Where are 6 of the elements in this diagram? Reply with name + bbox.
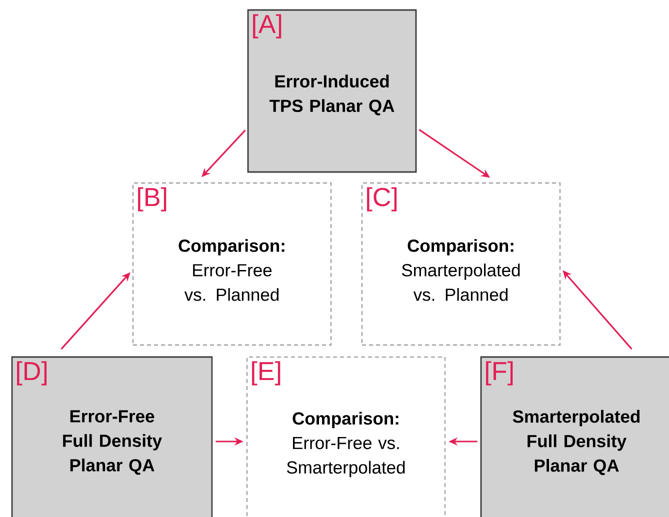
- comparison-box: [B] Comparison: Error-Free vs. Planned: [132, 182, 332, 346]
- comparison-box: [C] Comparison: Smarterpolated vs. Planned: [361, 182, 561, 346]
- process-box: [F] Smarterpolated Full Density Planar QA: [480, 356, 669, 517]
- comparison-box: [E] Comparison: Error-Free vs. Smarterpolated: [246, 356, 446, 517]
- process-box: [A] Error-Induced TPS Planar QA: [247, 9, 417, 173]
- process-box: [D] Error-Free Full Density Planar QA: [11, 356, 213, 517]
